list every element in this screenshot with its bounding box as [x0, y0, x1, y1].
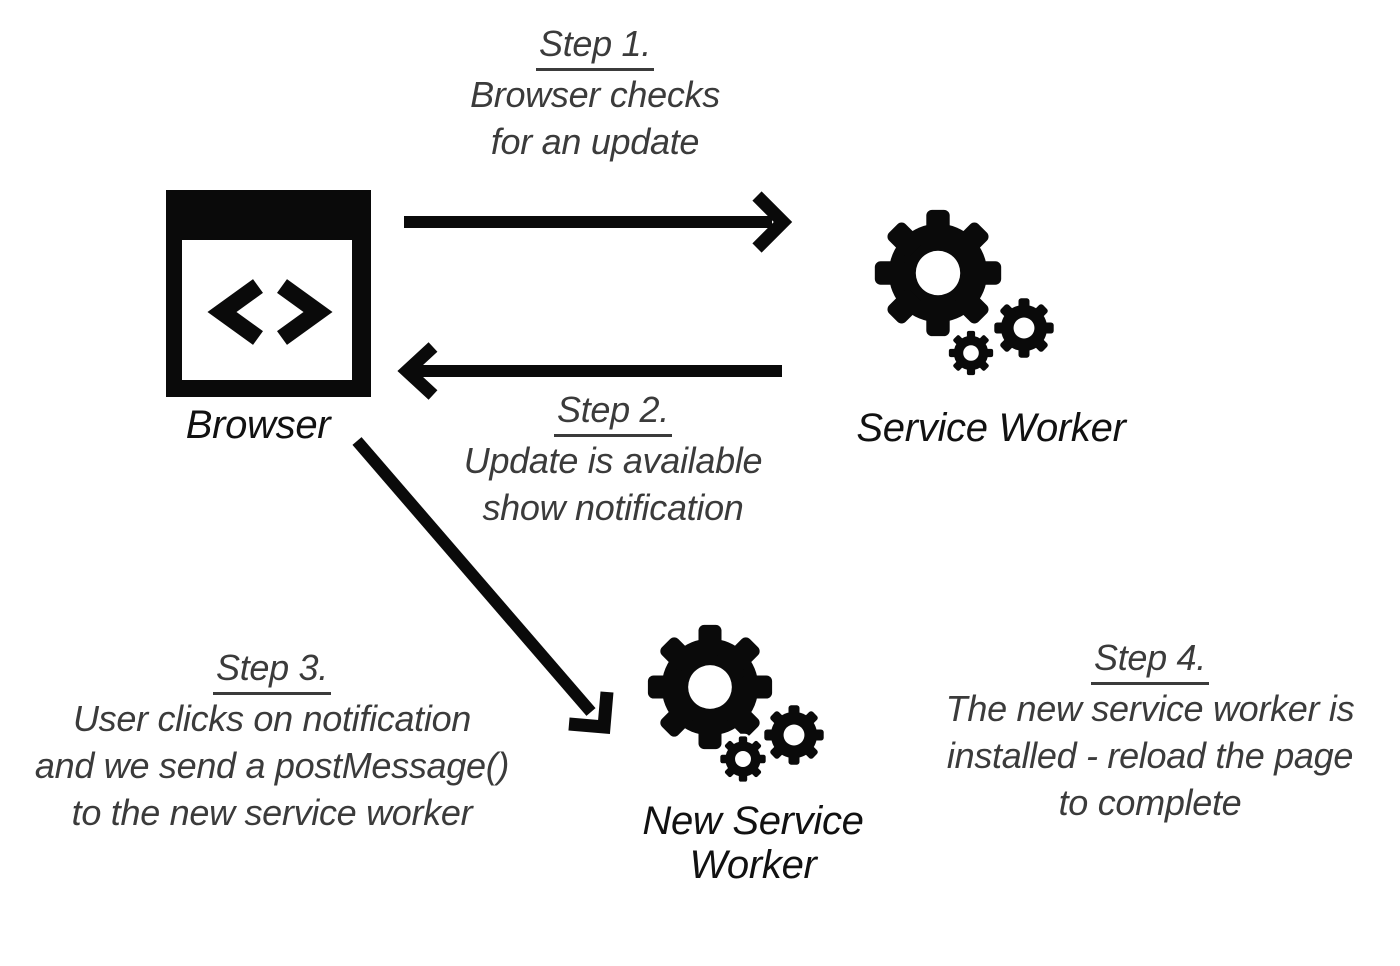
step3-line: to the new service worker	[71, 792, 473, 833]
step1-line: Browser checks	[470, 74, 720, 115]
step4-line: The new service worker is	[945, 688, 1355, 729]
step3-annotation: Step 3. User clicks on notification and …	[12, 644, 532, 836]
browser-window-code-icon	[166, 190, 371, 397]
step4-title: Step 4.	[1091, 634, 1209, 685]
new-service-worker-label: New Service Worker	[642, 799, 864, 887]
service-worker-label: Service Worker	[856, 406, 1126, 450]
step4-line: installed - reload the page	[946, 735, 1354, 776]
new-service-worker-gears-icon	[647, 624, 837, 799]
step1-title: Step 1.	[536, 20, 654, 71]
step2-title: Step 2.	[554, 386, 672, 437]
step1-line: for an update	[490, 121, 700, 162]
browser-label: Browser	[185, 403, 331, 447]
step3-title: Step 3.	[213, 644, 331, 695]
step2-line: Update is available	[463, 440, 763, 481]
step3-line: and we send a postMessage()	[34, 745, 510, 786]
step1-annotation: Step 1. Browser checks for an update	[345, 20, 845, 165]
step2-line: show notification	[482, 487, 744, 528]
step4-line: to complete	[1058, 782, 1242, 823]
step2-annotation: Step 2. Update is available show notific…	[363, 386, 863, 531]
service-worker-gears-icon	[874, 209, 1065, 385]
step4-annotation: Step 4. The new service worker is instal…	[910, 634, 1390, 826]
step1-arrow	[404, 191, 793, 253]
step3-line: User clicks on notification	[72, 698, 472, 739]
